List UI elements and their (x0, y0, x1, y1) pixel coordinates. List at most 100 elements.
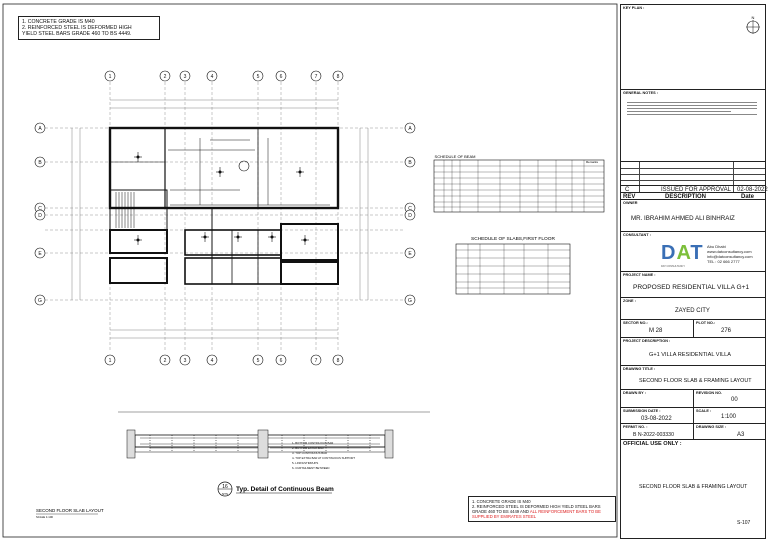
note-line: 1. CONCRETE GRADE IS M40 (22, 19, 95, 25)
revision-history-cell (621, 161, 765, 186)
grid-label-side: D (408, 213, 412, 219)
owner-cell: OWNER MR. IBRAHIM AHMED ALI BINHRAIZ (621, 199, 765, 231)
drawn-revision-cell: DRAWN BY : REVISION NO. 00 (621, 389, 765, 408)
beam-schedule-table: SCHEDULE OF BEAM Remarks (433, 154, 605, 213)
key-plan-cell: KEY PLAN : N (621, 5, 765, 89)
note-line: YIELD STEEL BARS GRADE 460 TO BS 4449. (22, 31, 132, 37)
grid-label-side: G (408, 298, 412, 304)
official-use-label: OFFICIAL USE ONLY : (623, 441, 682, 447)
approval-row: C ISSUED FOR APPROVAL 02-08-2022 (621, 185, 768, 193)
project-name-cell: PROJECT NAME : PROPOSED RESIDENTIAL VILL… (621, 271, 765, 297)
consultant-label: CONSULTANT : (623, 233, 651, 237)
general-notes-bottom: 1. CONCRETE GRADE IS M40 2. REINFORCED S… (468, 496, 616, 522)
detail-callout: 5- LINKS/STIRRUPS (292, 461, 318, 465)
north-label: N (752, 15, 755, 20)
detail-scale: NTS (222, 492, 228, 496)
owner-label: OWNER (623, 201, 638, 205)
project-description-label: PROJECT DESCRIPTION : (623, 339, 671, 343)
grid-label-bottom: 6 (280, 358, 283, 364)
grid-label-side: B (38, 160, 42, 166)
grid-label-side: A (38, 126, 42, 132)
grid-label-side: E (38, 251, 42, 257)
footer-drawing-title: SECOND FLOOR SLAB & FRAMING LAYOUT (639, 484, 748, 490)
grid-label-bottom: 7 (315, 358, 318, 364)
drawing-title-cell: DRAWING TITLE : SECOND FLOOR SLAB & FRAM… (621, 365, 765, 389)
grid-label-top: 2 (164, 74, 167, 80)
grid-label-top: 1 (109, 74, 112, 80)
permit-label: PERMIT NO. : (623, 425, 648, 429)
sheet-number: S-107 (737, 520, 751, 526)
note-line-highlight: SUPPLIED BY EMIRATES STEEL (472, 514, 537, 519)
grid-label-bottom: 4 (211, 358, 214, 364)
owner-name: MR. IBRAHIM AHMED ALI BINHRAIZ (631, 215, 735, 222)
sector-label: SECTOR NO.: (623, 321, 648, 325)
submission-scale-cell: SUBMISSION DATE : 03-08-2022 SCALE : 1:1… (621, 407, 765, 424)
drawing-title: SECOND FLOOR SLAB & FRAMING LAYOUT (639, 378, 752, 384)
plot-value: 276 (721, 328, 732, 334)
contact-line: TEL : 02 666 2777 (707, 259, 740, 264)
grid-label-top: 4 (211, 74, 214, 80)
submission-value: 03-08-2022 (641, 416, 672, 422)
contact-line: info@datconsultancy.com (707, 254, 753, 259)
scale-value: 1:100 (721, 414, 737, 420)
detail-title: Typ. Detail of Continuous Beam (236, 486, 334, 493)
dat-logo: DAT DAT CONSULTANCY (661, 242, 704, 268)
submission-label: SUBMISSION DATE : (623, 409, 661, 413)
approval-text: ISSUED FOR APPROVAL (661, 187, 731, 193)
note-line: 2. REINFORCED STEEL IS DEFORMED HIGH (22, 25, 132, 31)
general-notes-label: GENERAL NOTES : (623, 91, 658, 95)
grid-label-top: 3 (184, 74, 187, 80)
north-arrow-icon: N (746, 15, 760, 34)
revision-value: 00 (731, 397, 738, 403)
grid-label-top: 7 (315, 74, 318, 80)
consultant-contact: Abu Dhabi www.datconsultancy.com info@da… (707, 244, 753, 264)
detail-callout: 3- TOP CONTINUOUS BAR (292, 451, 327, 455)
revision-label: REVISION NO. (696, 391, 722, 395)
project-description-cell: PROJECT DESCRIPTION : G+1 VILLA RESIDENT… (621, 337, 765, 365)
date-header: Date (741, 194, 755, 200)
desc-header: DESCRIPTION (665, 194, 707, 200)
grid-label-top: 5 (257, 74, 260, 80)
general-notes-top: 1. CONCRETE GRADE IS M40 2. REINFORCED S… (18, 16, 160, 40)
key-plan-label: KEY PLAN : (623, 6, 645, 10)
contact-line: www.datconsultancy.com (707, 249, 752, 254)
grid-label-side: C (38, 206, 42, 212)
grid-label-side: E (408, 251, 412, 257)
detail-callout: 6- CURTAILMENT BETWEEN (292, 466, 329, 470)
project-description: G+1 VILLA RESIDENTIAL VILLA (649, 352, 732, 358)
grid-label-top: 8 (337, 74, 340, 80)
revision-header-row: REV DESCRIPTION Date (621, 192, 765, 200)
title-block: KEY PLAN : N GENERAL NOTES : (620, 4, 768, 539)
grid-label-bottom: 1 (109, 358, 112, 364)
approval-date: 02-08-2022 (737, 187, 768, 193)
zone-value: ZAYED CITY (675, 308, 710, 314)
grid-label-top: 6 (280, 74, 283, 80)
sector-value: M 28 (649, 328, 663, 334)
sector-plot-cell: SECTOR NO.: M 28 PLOT NO.: 276 (621, 319, 765, 338)
permit-size-cell: PERMIT NO. : B N-2022-003330 DRAWING SIZ… (621, 423, 765, 440)
grid-label-bottom: 5 (257, 358, 260, 364)
project-name: PROPOSED RESIDENTIAL VILLA G+1 (633, 284, 750, 291)
grid-label-bottom: 2 (164, 358, 167, 364)
beam-schedule-title: SCHEDULE OF BEAM (435, 154, 476, 159)
grid-label-side: B (408, 160, 412, 166)
project-name-label: PROJECT NAME : (623, 273, 656, 277)
grid-label-side: C (408, 206, 412, 212)
grid-label-side: D (38, 213, 42, 219)
drawing-size-value: A3 (737, 432, 745, 438)
zone-cell: ZONE : ZAYED CITY (621, 297, 765, 319)
plot-label: PLOT NO.: (696, 321, 716, 325)
zone-label: ZONE : (623, 299, 636, 303)
scale-label: SCALE : (696, 409, 712, 413)
slab-schedule-title: SCHEDULE OF SLABS,FIRST FLOOR (471, 236, 555, 242)
beam-schedule-remarks: Remarks (586, 160, 599, 164)
plan-caption: SECOND FLOOR SLAB LAYOUT (36, 508, 104, 513)
detail-callout: 2- BOTTOM EXTRA BAR (292, 446, 324, 450)
contact-line: Abu Dhabi (707, 244, 726, 249)
official-use-cell: OFFICIAL USE ONLY : SECOND FLOOR SLAB & … (621, 439, 765, 538)
drawing-size-label: DRAWING SIZE : (696, 425, 727, 429)
note-line: GRADE 460 TO BS 4449 AND (472, 509, 530, 514)
grid-label-bottom: 3 (184, 358, 187, 364)
slab-layout-plan: 1 2 3 4 5 6 7 8 1 2 3 4 5 6 7 8 A B C D … (2, 3, 618, 538)
continuous-beam-detail (118, 411, 430, 459)
